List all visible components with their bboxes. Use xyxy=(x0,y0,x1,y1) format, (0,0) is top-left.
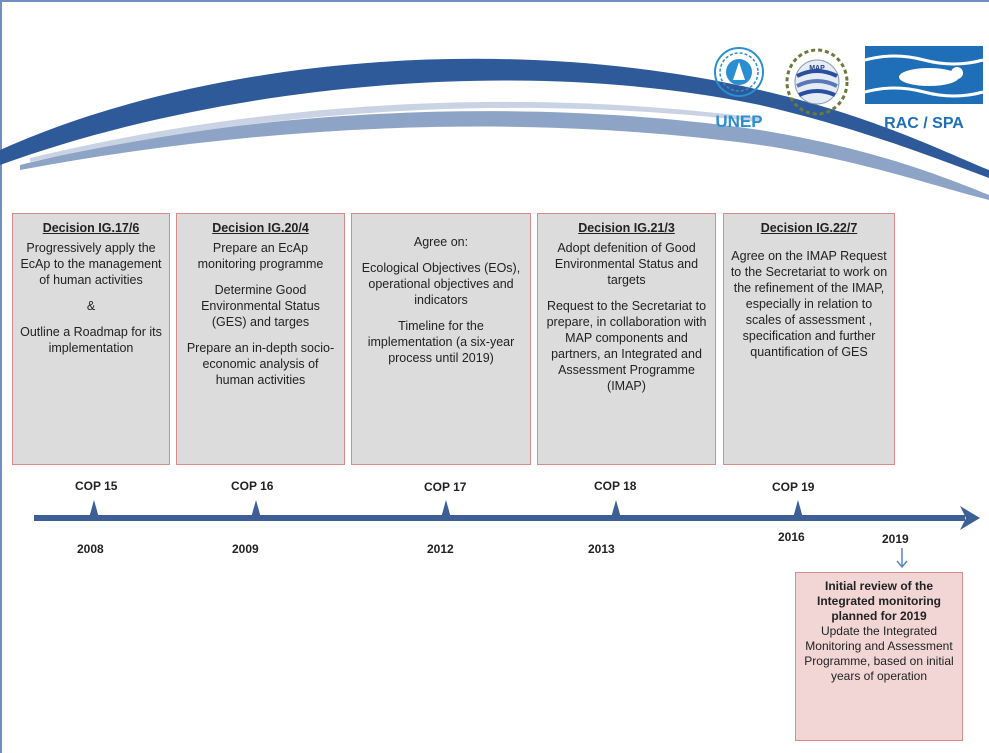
header-swoosh xyxy=(0,58,989,200)
timeline-marker-cop17 xyxy=(441,500,451,518)
review-title: Initial review of the Integrated monitor… xyxy=(817,579,941,623)
year-label: 2013 xyxy=(588,542,615,556)
timeline-marker-cop15 xyxy=(89,500,99,518)
decision-line: Adopt defenition of Good Environmental S… xyxy=(554,241,699,287)
decision-line: Request to the Secretariat to prepare, i… xyxy=(546,299,707,393)
map-logo-text: MAP xyxy=(809,65,825,72)
frame-top-line xyxy=(0,0,989,2)
year-label: 2016 xyxy=(778,530,805,544)
review-body: Update the Integrated Monitoring and Ass… xyxy=(804,624,954,683)
initial-review-box: Initial review of the Integrated monitor… xyxy=(795,572,963,741)
cop-label: COP 16 xyxy=(231,479,274,493)
decision-line: Timeline for the implementation (a six-y… xyxy=(367,319,515,365)
timeline-marker-cop18 xyxy=(611,500,621,518)
cop-label: COP 19 xyxy=(772,480,815,494)
decision-title: Decision IG.20/4 xyxy=(212,221,309,235)
year-label: 2012 xyxy=(427,542,454,556)
decision-box-cop16: Decision IG.20/4 Prepare an EcAp monitor… xyxy=(176,213,345,465)
cop-label: COP 15 xyxy=(75,479,118,493)
decision-line: & xyxy=(86,299,96,313)
cop-label: COP 18 xyxy=(594,479,637,493)
decision-line: Ecological Objectives (EOs), operational… xyxy=(361,261,521,307)
down-arrow-icon xyxy=(896,548,908,569)
decision-line: Prepare an EcAp monitoring programme xyxy=(197,241,324,271)
racspa-logo: RAC / SPA xyxy=(864,46,984,132)
decision-line: Prepare an in-depth socio-economic analy… xyxy=(186,341,335,387)
decision-line: Outline a Roadmap for its implementation xyxy=(20,325,162,355)
year-label: 2008 xyxy=(77,542,104,556)
timeline-arrow xyxy=(34,500,980,530)
unep-logo: UNEP xyxy=(714,47,764,131)
decision-box-cop19: Decision IG.22/7 Agree on the IMAP Reque… xyxy=(723,213,895,465)
decision-line: Agree on: xyxy=(413,235,469,249)
frame-left-line xyxy=(0,0,2,753)
map-logo: MAP xyxy=(785,48,849,116)
year-label-future: 2019 xyxy=(882,532,909,546)
decision-title: Decision IG.17/6 xyxy=(42,221,140,235)
decision-box-cop15: Decision IG.17/6 Progressively apply the… xyxy=(12,213,170,465)
decision-line: Determine Good Environmental Status (GES… xyxy=(201,283,320,329)
racspa-logo-text: RAC / SPA xyxy=(884,115,964,132)
timeline-marker-cop19 xyxy=(793,500,803,518)
year-label: 2009 xyxy=(232,542,259,556)
decision-line: Agree on the IMAP Request to the Secreta… xyxy=(730,249,888,359)
cop-label: COP 17 xyxy=(424,480,467,494)
logos-group: UNEP MAP RAC / SPA xyxy=(714,46,984,132)
decision-title: Decision IG.22/7 xyxy=(760,221,858,235)
timeline-marker-cop16 xyxy=(251,500,261,518)
decision-title: Decision IG.21/3 xyxy=(578,221,675,235)
decision-box-cop17: Agree on: Ecological Objectives (EOs), o… xyxy=(351,213,531,465)
unep-logo-text: UNEP xyxy=(715,112,762,131)
decision-box-cop18: Decision IG.21/3 Adopt defenition of Goo… xyxy=(537,213,716,465)
decision-line: Progressively apply the EcAp to the mana… xyxy=(20,241,162,287)
